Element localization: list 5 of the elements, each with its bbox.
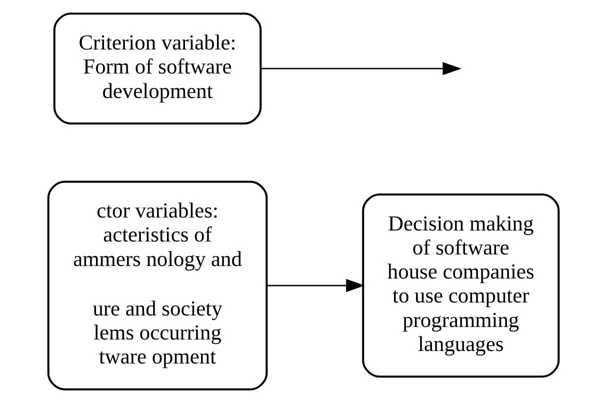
node-box: Criterion variable: Form of software development [53, 12, 262, 124]
arrow [266, 278, 365, 292]
node-box: Decision making of software house companies to use computer programming languages [362, 193, 560, 378]
node-box: ctor variables: acteristics of ammers nology and ure and society lems occurring tware opment [47, 180, 268, 390]
arrow [260, 62, 462, 76]
